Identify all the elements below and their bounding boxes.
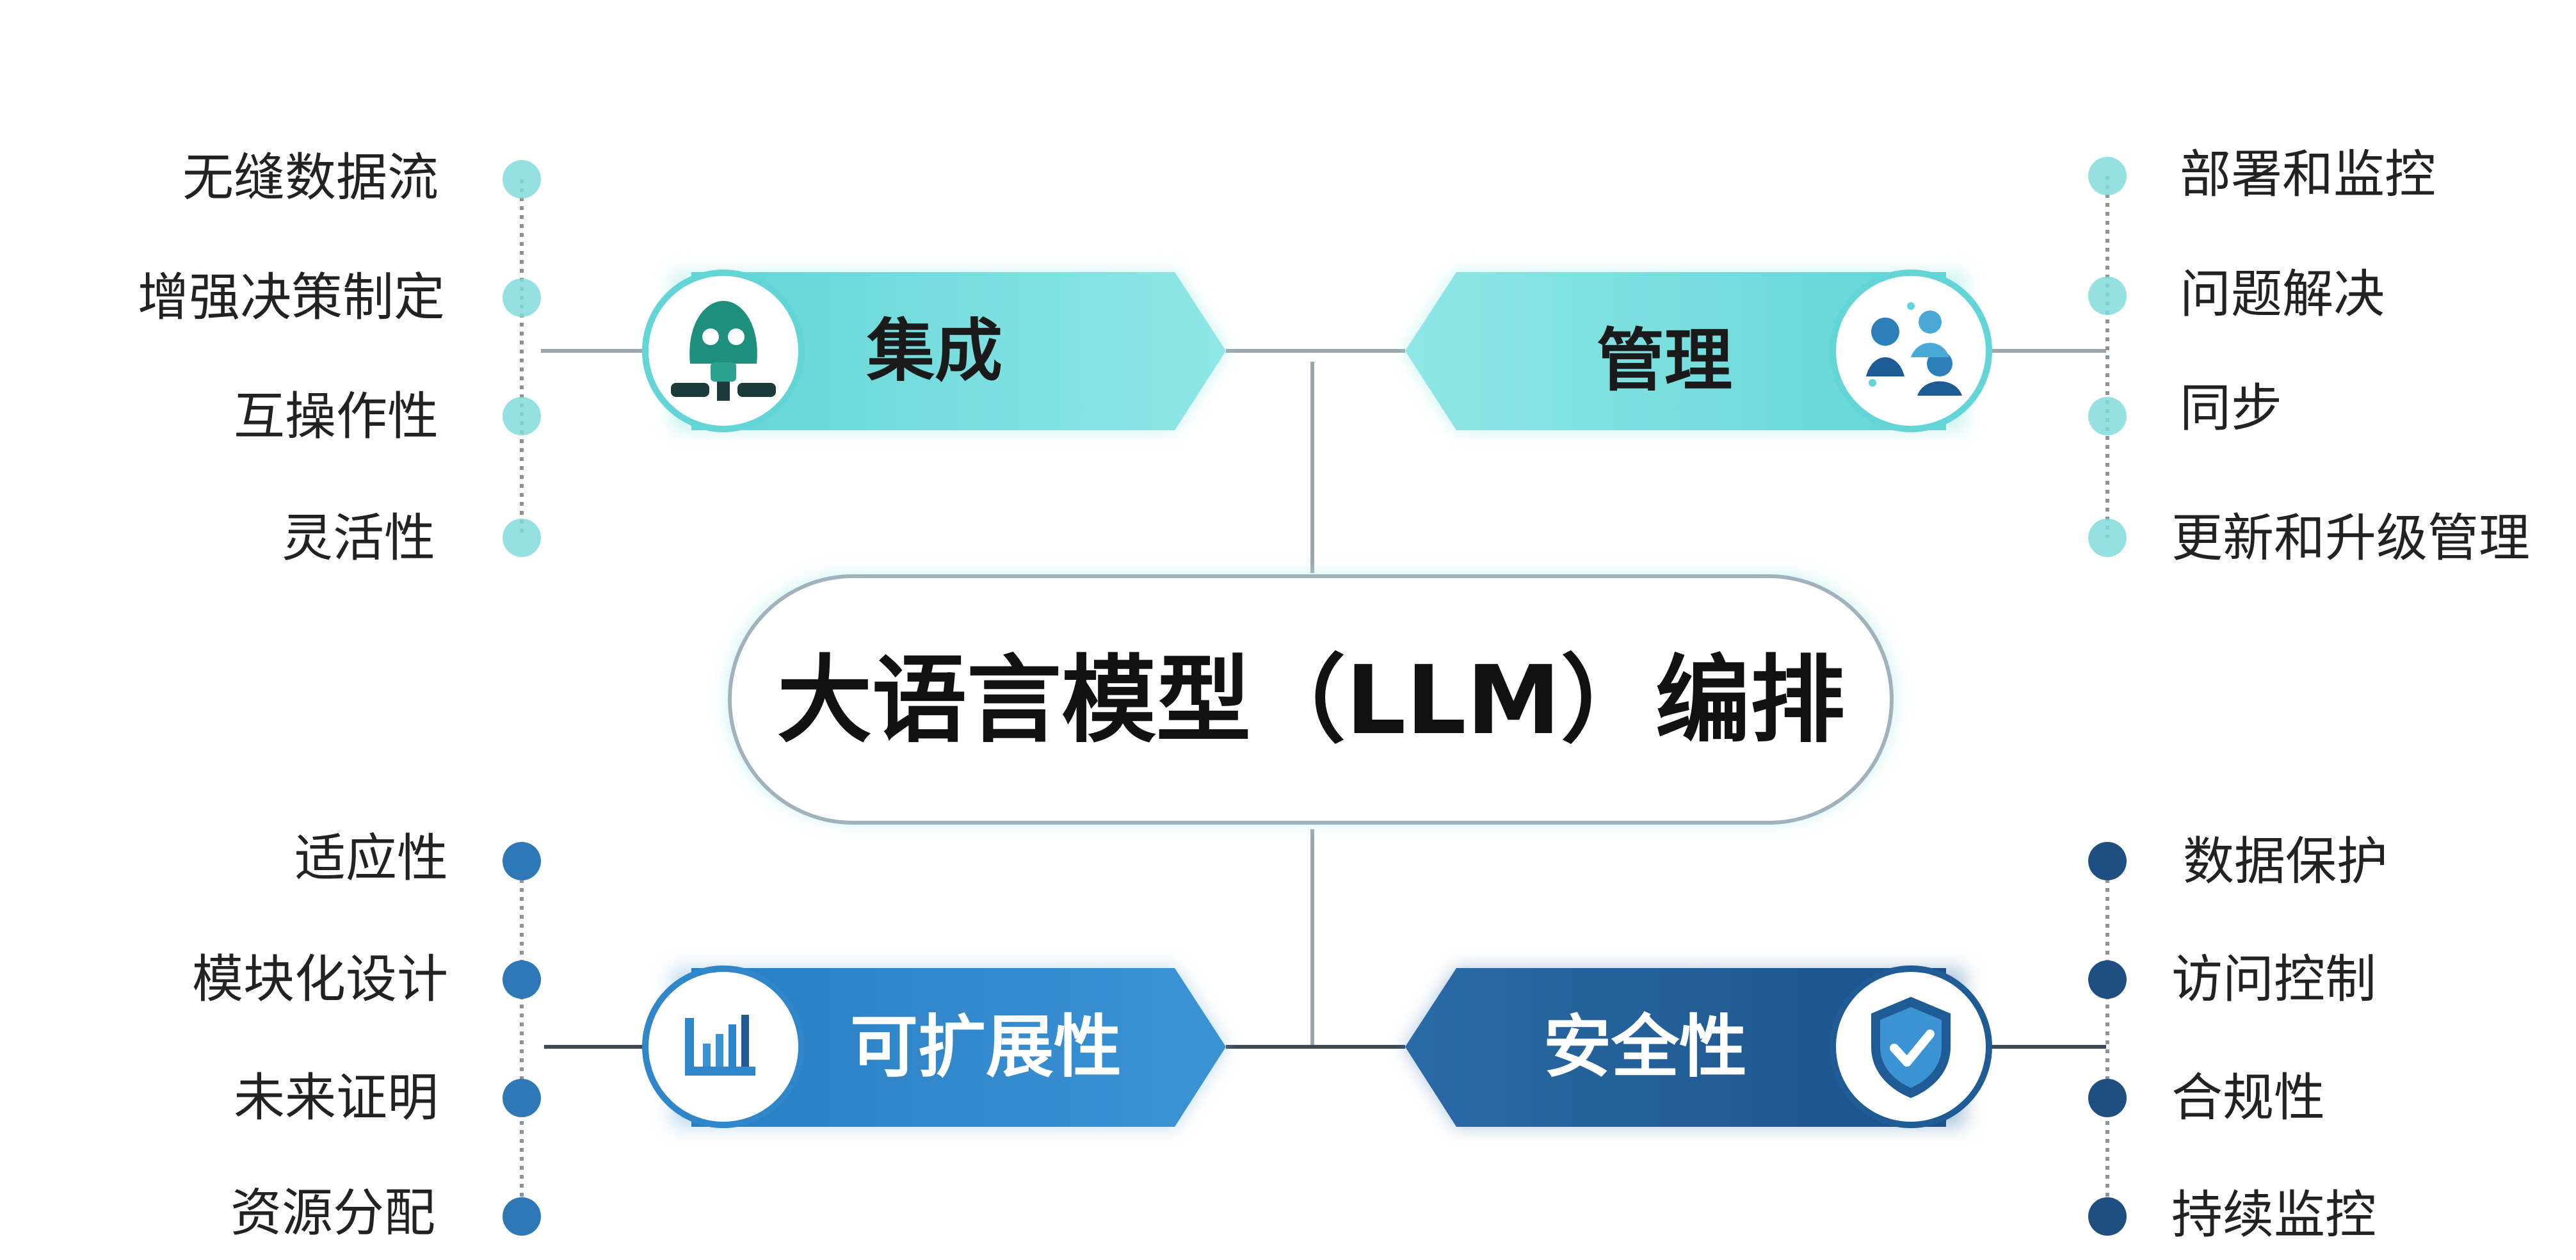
leaf-dot: [2088, 842, 2127, 880]
leaf-label: 合规性: [2171, 1068, 2325, 1127]
leaf-dot: [503, 960, 541, 999]
leaf-dot: [2088, 960, 2127, 999]
shield-check-icon: [1871, 997, 1951, 1098]
leaf-dot: [2088, 397, 2127, 435]
connectors: [541, 349, 2106, 1049]
banner-integration: 集成: [642, 270, 1226, 432]
banner-label: 管理: [1597, 321, 1732, 400]
leaf-label: 更新和升级管理: [2171, 508, 2530, 568]
banner-label: 可扩展性: [850, 1008, 1122, 1086]
leaf-label: 无缝数据流: [182, 148, 439, 207]
leaf-dot: [2088, 1079, 2127, 1117]
banner-management: 管理: [1405, 270, 1992, 432]
scale-chart-icon: [685, 1015, 755, 1076]
dots-security: [2088, 842, 2127, 1236]
leaf-dot: [503, 519, 541, 557]
leaf-dot: [2088, 519, 2127, 557]
dots-scalability: [503, 842, 541, 1236]
banner-security: 安全性: [1405, 965, 1992, 1128]
banner-shape: [1405, 968, 1946, 1127]
leaf-label: 同步: [2180, 378, 2282, 438]
leaf-spines: [520, 176, 2109, 1216]
leaf-dot: [503, 397, 541, 435]
banner-shape: [1405, 272, 1946, 430]
banner-label: 集成: [866, 312, 1002, 391]
leaf-dot: [2088, 277, 2127, 315]
leaf-label: 持续监控: [2171, 1185, 2376, 1245]
leaf-dot: [503, 1079, 541, 1117]
leaf-label: 数据保护: [2183, 832, 2388, 891]
leaf-label: 互操作性: [234, 387, 439, 446]
leaf-dot: [2088, 1197, 2127, 1236]
leaf-list-security: 数据保护 访问控制 合规性 持续监控: [2171, 832, 2388, 1245]
center-title: 大语言模型（LLM）编排: [777, 645, 1845, 755]
leaf-dot: [503, 1197, 541, 1236]
leaf-label: 未来证明: [234, 1068, 439, 1127]
leaf-label: 访问控制: [2171, 949, 2376, 1009]
banner-icon-ring: [1830, 270, 1992, 432]
leaf-label: 增强决策制定: [138, 268, 445, 327]
leaf-dots: [503, 157, 2127, 1236]
leaf-dot: [2088, 157, 2127, 195]
leaf-label: 灵活性: [282, 508, 435, 568]
dots-integration: [503, 160, 541, 557]
dots-management: [2088, 157, 2127, 557]
leaf-dot: [503, 160, 541, 198]
robot-icon: [671, 301, 776, 401]
leaf-label: 问题解决: [2180, 264, 2385, 324]
banner-shape: [691, 968, 1226, 1127]
leaf-label: 资源分配: [230, 1183, 435, 1243]
leaf-list-management: 部署和监控 问题解决 同步 更新和升级管理: [2171, 145, 2530, 568]
leaf-list-integration: 无缝数据流 增强决策制定 互操作性 灵活性: [138, 148, 445, 568]
leaf-list-scalability: 适应性 模块化设计 未来证明 资源分配: [192, 828, 448, 1243]
center-pill: [728, 574, 1894, 825]
center-node: 大语言模型（LLM）编排: [727, 573, 1895, 825]
leaf-label: 部署和监控: [2180, 145, 2436, 204]
banner-scalability: 可扩展性: [642, 965, 1226, 1128]
leaf-dot: [503, 842, 541, 880]
banner-shape: [691, 272, 1226, 430]
leaf-dot: [503, 279, 541, 317]
team-icon: [1866, 302, 1962, 396]
leaf-label: 适应性: [294, 828, 448, 888]
banner-label: 安全性: [1543, 1008, 1747, 1086]
leaf-label: 模块化设计: [192, 949, 448, 1009]
